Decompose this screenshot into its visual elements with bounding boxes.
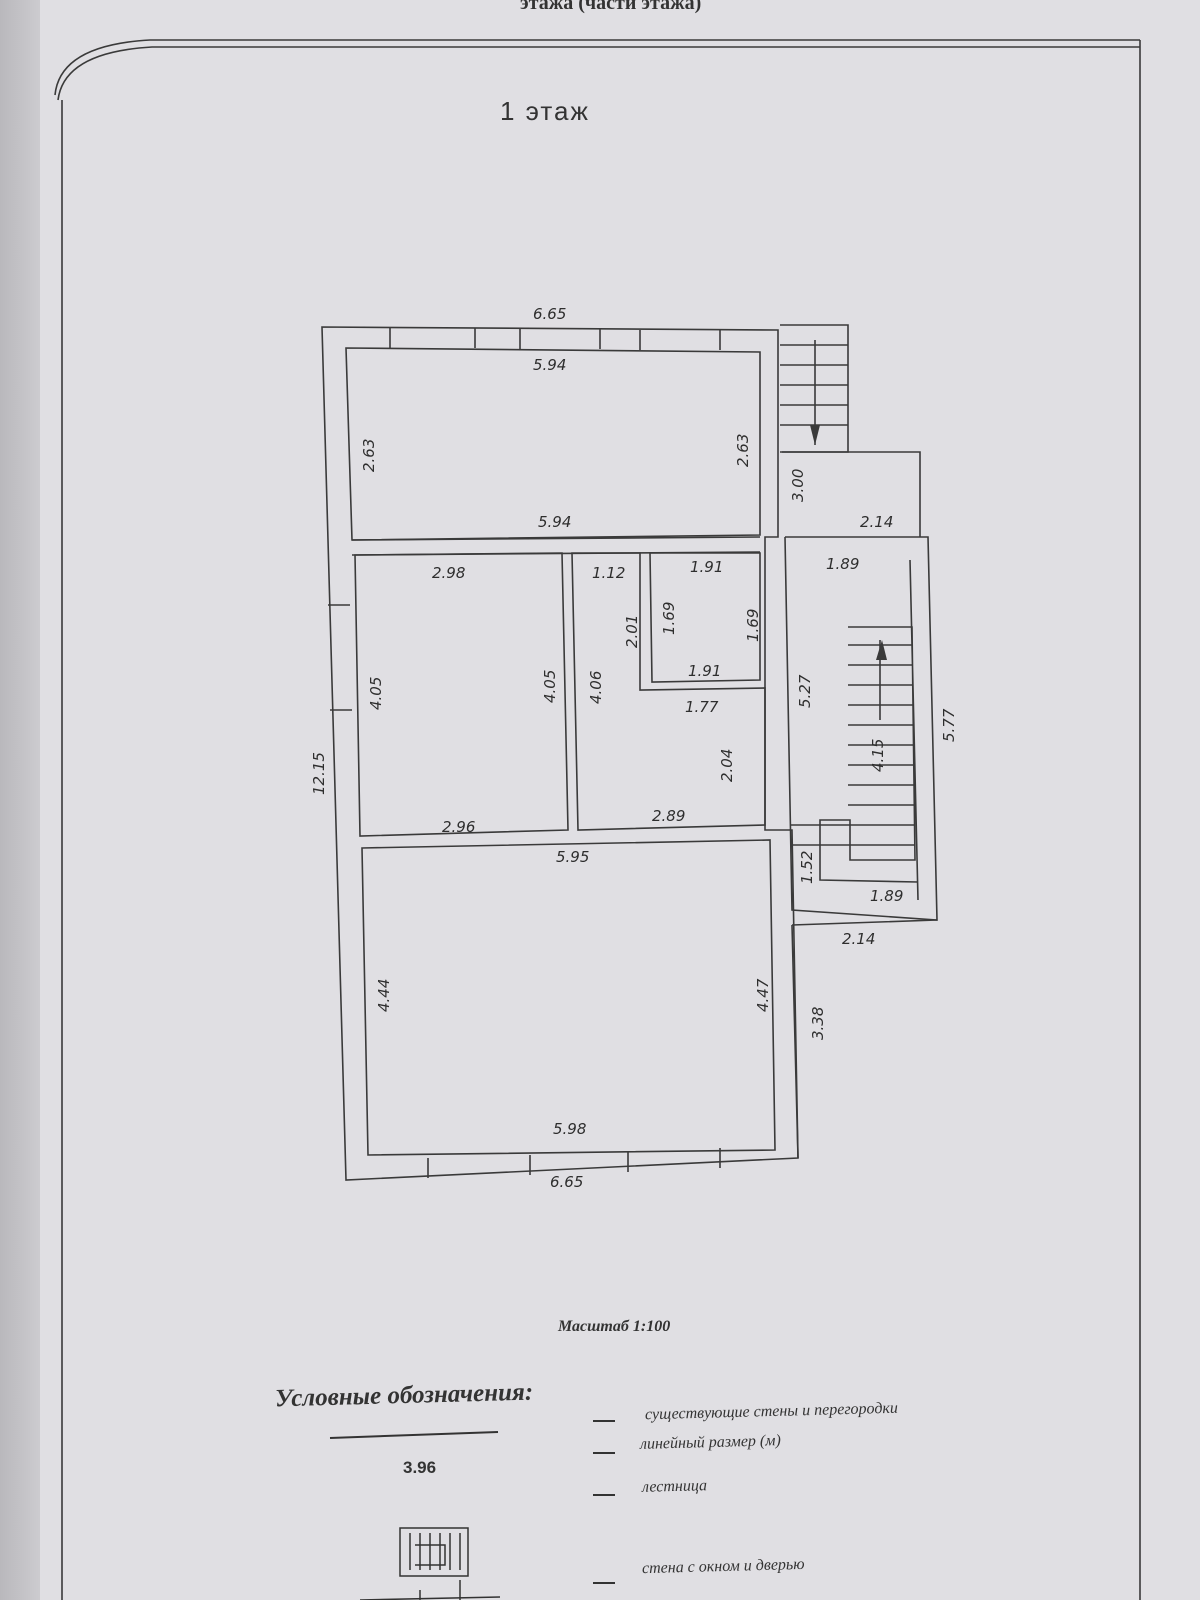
dim-label: 2.63	[360, 439, 378, 472]
dim-label: 2.01	[623, 615, 641, 648]
dim-label: 5.77	[940, 708, 958, 742]
dim-label: 1.69	[660, 602, 678, 635]
stair-right	[790, 559, 919, 901]
dim-label: 1.91	[688, 662, 721, 680]
dim-label: 3.00	[789, 469, 807, 502]
stair-top	[780, 324, 849, 453]
dim-label: 4.05	[367, 677, 385, 710]
dim-label: 1.89	[826, 555, 859, 573]
legend-dash	[593, 1582, 615, 1584]
frame-border	[54, 39, 1141, 1600]
dim-label: 5.94	[533, 356, 566, 374]
legend-window-sample	[359, 1580, 501, 1600]
windows-top	[389, 328, 721, 350]
stair-arrow-icon	[810, 425, 887, 660]
dim-label: 5.94	[538, 513, 571, 531]
scale-label: Масштаб 1:100	[558, 1318, 671, 1335]
outer-wall	[321, 326, 799, 1181]
room-bottom	[361, 839, 776, 1156]
legend-dash	[593, 1452, 615, 1454]
dim-label: 1.77	[685, 698, 719, 716]
dim-label: 4.44	[375, 979, 393, 1012]
floor-title: 1 этаж	[500, 96, 590, 126]
legend-dash	[593, 1494, 615, 1496]
room-top	[351, 536, 761, 541]
windows-bottom	[427, 1148, 721, 1178]
room-bath	[649, 552, 761, 683]
dim-label: 6.65	[550, 1173, 583, 1191]
dim-label: 12.15	[310, 752, 328, 795]
room-mid	[571, 552, 766, 831]
section-header: этажа (части этажа)	[520, 0, 702, 14]
dim-label: 1.89	[870, 887, 903, 905]
legend-stair-sample	[399, 1527, 469, 1577]
dim-label: 3.38	[809, 1007, 827, 1040]
inner-wall	[345, 347, 761, 541]
legend-wall-sample	[329, 1431, 499, 1439]
dim-label: 6.65	[533, 305, 566, 323]
document-page	[40, 0, 1200, 1600]
dim-label: 4.06	[587, 671, 605, 704]
legend-item: лестница	[641, 1477, 708, 1496]
dim-label: 4.47	[754, 978, 772, 1012]
legend-item: линейный размер (м)	[639, 1432, 781, 1453]
dim-label: 1.69	[744, 609, 762, 642]
dim-label: 1.52	[798, 851, 816, 884]
annex	[791, 919, 938, 1159]
dim-label: 2.96	[442, 818, 475, 836]
dim-label: 5.27	[796, 674, 814, 708]
dim-label: 1.91	[690, 558, 723, 576]
legend-dash	[593, 1420, 615, 1422]
dim-label: 1.12	[592, 564, 625, 582]
dim-label: 2.14	[860, 513, 893, 531]
dim-label: 4.05	[541, 670, 559, 703]
dim-label: 2.98	[432, 564, 465, 582]
dim-label: 2.04	[718, 749, 736, 782]
dim-label: 2.89	[652, 807, 685, 825]
room-left	[354, 552, 569, 837]
dim-label: 2.14	[842, 930, 875, 948]
dim-label: 5.98	[553, 1120, 586, 1138]
window-left	[328, 604, 352, 711]
dim-label: 2.63	[734, 434, 752, 467]
legend-dimension-sample: 3.96	[403, 1458, 437, 1477]
dim-label: 4.15	[869, 739, 887, 772]
dim-label: 5.95	[556, 848, 589, 866]
